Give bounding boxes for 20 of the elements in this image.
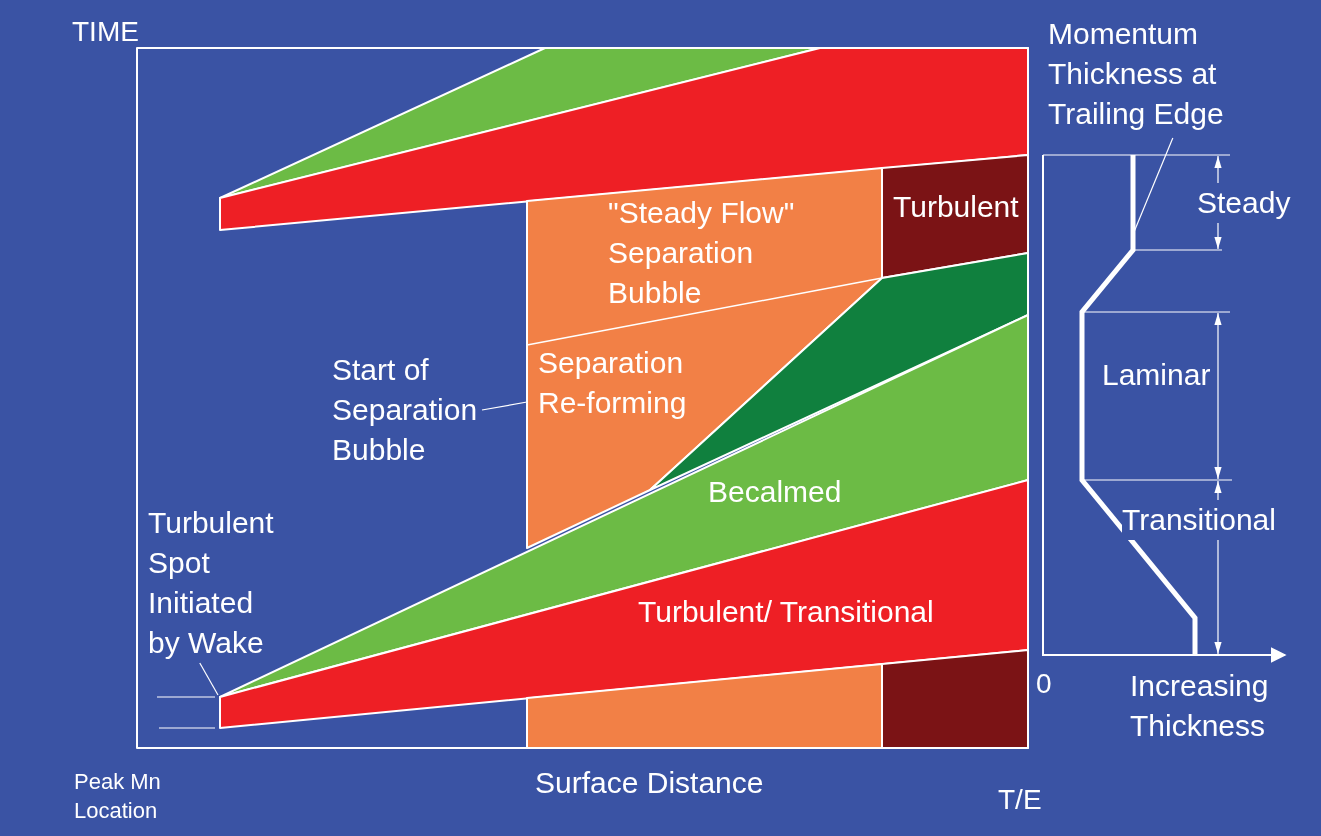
region-label: "Steady Flow" Separation Bubble bbox=[608, 195, 796, 311]
callout-text: Momentum Thickness at Trailing Edge bbox=[1048, 16, 1225, 132]
region-label: Turbulent bbox=[893, 189, 1020, 225]
axis-title: TIME bbox=[72, 15, 140, 49]
axis-title: Increasing Thickness bbox=[1130, 668, 1270, 744]
dimension-label: Transitional bbox=[1122, 500, 1276, 540]
dimension-label: Laminar bbox=[1102, 357, 1212, 393]
region-label: Turbulent/ Transitional bbox=[638, 594, 935, 630]
leader-line bbox=[1133, 137, 1174, 233]
callout-text: Turbulent Spot Initiated by Wake bbox=[148, 505, 275, 661]
axis-tick-label: 0 bbox=[1036, 667, 1053, 701]
axis-note: Peak Mn Location bbox=[74, 768, 162, 825]
dimension-label: Steady bbox=[1197, 183, 1291, 223]
leader-line bbox=[481, 401, 528, 411]
leader-line bbox=[199, 662, 219, 696]
axis-title: Surface Distance bbox=[535, 765, 765, 801]
callout-text: Start of Separation Bubble bbox=[332, 352, 479, 468]
region-label: Separation Re-forming bbox=[538, 345, 688, 421]
region-label: Becalmed bbox=[708, 474, 843, 510]
axis-title: T/E bbox=[998, 783, 1043, 817]
